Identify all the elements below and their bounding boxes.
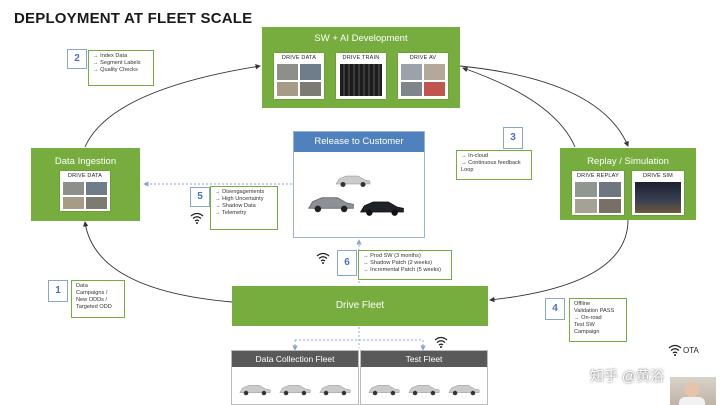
- arrow-replay-feedback: [462, 66, 576, 148]
- car-image: [448, 385, 480, 396]
- note-line: → Prod SW (3 months): [363, 253, 421, 259]
- note-line: Campaign: [574, 329, 600, 335]
- arrow-fleet-to-ingestion: [82, 221, 233, 303]
- presenter-video-thumbnail: [670, 377, 716, 405]
- card-label: DRIVE DATA: [67, 173, 103, 179]
- replay-title: Replay / Simulation: [587, 156, 669, 167]
- note-line: Loop: [461, 167, 474, 173]
- release-to-customer-box[interactable]: Release to Customer: [293, 131, 425, 238]
- data-collection-fleet-title: Data Collection Fleet: [232, 351, 358, 367]
- ota-label: OTA: [683, 346, 699, 355]
- release-title: Release to Customer: [294, 132, 424, 152]
- note-line: → Shadow Data: [215, 203, 256, 209]
- note-line: Offline: [574, 301, 591, 307]
- car-image: [239, 385, 271, 396]
- note-line: Campaigns /: [76, 290, 108, 296]
- data-ingestion-title: Data Ingestion: [54, 156, 117, 167]
- card-label: DRIVE TRAIN: [342, 55, 380, 61]
- car-image: [359, 201, 404, 216]
- drive-data-card: DRIVE DATA: [60, 171, 110, 211]
- step-4-number: 4: [545, 298, 565, 320]
- step-3-number: 3: [503, 127, 523, 149]
- step-2-note: → Index Data → Segment Labels → Quality …: [88, 50, 154, 86]
- note-line: Validation PASS: [574, 308, 615, 314]
- note-line: → Index Data: [93, 53, 128, 59]
- car-image: [319, 385, 351, 396]
- step-6-number: 6: [337, 250, 357, 276]
- wifi-icon: [190, 212, 204, 224]
- wifi-icon: [316, 252, 330, 264]
- sw-ai-development-box[interactable]: SW + AI Development DRIVE DATA DRIVE TRA…: [262, 27, 460, 108]
- arrow-ingestion-to-dev: [84, 64, 261, 148]
- note-line: → Continuous feedback: [461, 160, 521, 166]
- step-4-note: Offline Validation PASS → On-road Test S…: [569, 298, 627, 342]
- drive-data-card: DRIVE DATA: [274, 53, 324, 99]
- note-line: → High Uncertainty: [215, 196, 264, 202]
- note-line: Targeted ODD: [76, 304, 112, 310]
- step-1-number: 1: [48, 280, 68, 302]
- watermark: 知乎 @黄浴: [590, 368, 665, 384]
- drive-train-card: DRIVE TRAIN: [336, 53, 386, 99]
- test-fleet-box[interactable]: Test Fleet: [360, 350, 488, 405]
- data-collection-fleet-box[interactable]: Data Collection Fleet: [231, 350, 359, 405]
- drive-fleet-box[interactable]: Drive Fleet: [232, 286, 488, 326]
- replay-simulation-box[interactable]: Replay / Simulation DRIVE REPLAY DRIVE S…: [560, 148, 696, 220]
- step-6-note: → Prod SW (3 months) → Shadow Patch (2 w…: [358, 250, 452, 280]
- drive-replay-card: DRIVE REPLAY: [572, 171, 624, 215]
- step-5-note: → Disengagements → High Uncertainty → Sh…: [210, 186, 278, 230]
- note-line: New ODDs /: [76, 297, 108, 303]
- note-line: → In-cloud: [461, 153, 489, 159]
- arrow-dev-to-replay: [459, 65, 629, 147]
- note-line: → Shadow Patch (2 weeks): [363, 260, 433, 266]
- card-label: DRIVE AV: [409, 55, 437, 61]
- step-2-number: 2: [67, 49, 87, 69]
- car-image: [308, 197, 354, 213]
- drive-fleet-title: Drive Fleet: [335, 300, 385, 311]
- card-label: DRIVE SIM: [643, 173, 673, 179]
- note-line: Test SW: [574, 322, 595, 328]
- page-title: DEPLOYMENT AT FLEET SCALE: [14, 10, 253, 27]
- step-5-number: 5: [190, 187, 210, 207]
- step-3-note: → In-cloud → Continuous feedback Loop: [456, 150, 532, 180]
- note-line: → Disengagements: [215, 189, 265, 195]
- note-line: → Incremental Patch (5 weeks): [363, 267, 442, 273]
- note-line: → Telemetry: [215, 210, 247, 216]
- car-image: [368, 385, 400, 396]
- note-line: → Segment Labels: [93, 60, 141, 66]
- wifi-icon: [434, 336, 448, 348]
- note-line: → On-road: [574, 315, 602, 321]
- data-ingestion-box[interactable]: Data Ingestion DRIVE DATA: [31, 148, 140, 221]
- car-image: [279, 385, 311, 396]
- card-label: DRIVE REPLAY: [576, 173, 620, 179]
- note-line: Data: [76, 283, 88, 289]
- note-line: → Quality Checks: [93, 67, 138, 73]
- car-image: [335, 175, 371, 187]
- test-fleet-title: Test Fleet: [361, 351, 487, 367]
- step-1-note: Data Campaigns / New ODDs / Targeted ODD: [71, 280, 125, 318]
- sw-ai-title: SW + AI Development: [314, 33, 408, 44]
- ota-wifi-icon: [668, 344, 682, 356]
- arrow-replay-to-fleet: [489, 219, 629, 303]
- drive-sim-card: DRIVE SIM: [632, 171, 684, 215]
- drive-av-card: DRIVE AV: [398, 53, 448, 99]
- card-label: DRIVE DATA: [281, 55, 317, 61]
- car-image: [408, 385, 440, 396]
